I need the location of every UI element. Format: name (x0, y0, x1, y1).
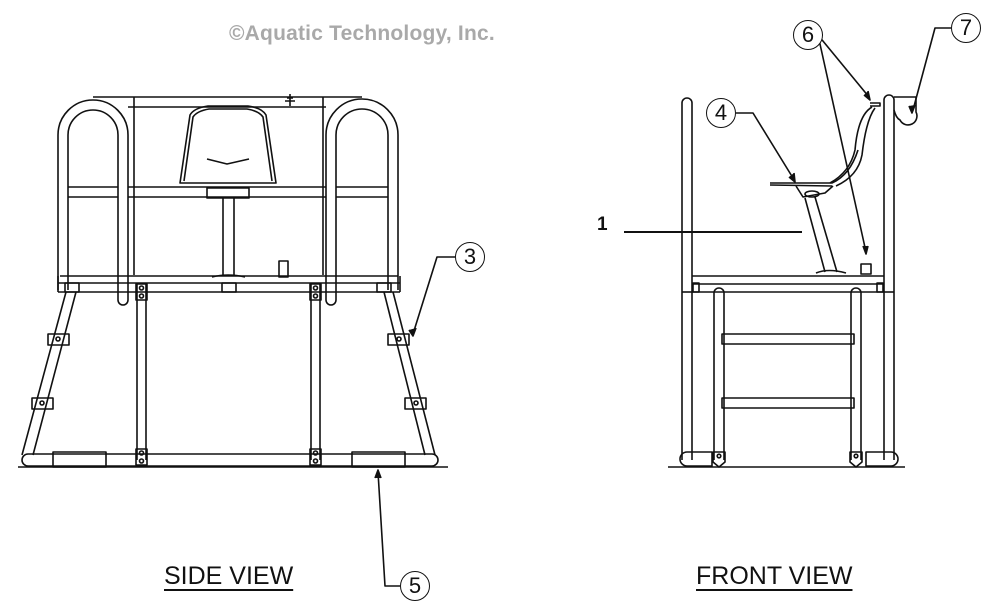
copyright-notice: ©Aquatic Technology, Inc. (229, 22, 495, 45)
callout-1-label: 1 (597, 214, 608, 235)
side-view-label: SIDE VIEW (164, 562, 294, 590)
callout-5: 5 (400, 571, 430, 601)
callout-3: 3 (455, 242, 485, 272)
callout-4: 4 (706, 98, 736, 128)
front-view-drawing (624, 27, 951, 468)
callout-7: 7 (951, 13, 981, 43)
callout-6: 6 (793, 20, 823, 50)
side-view-drawing (18, 94, 455, 587)
front-view-label: FRONT VIEW (696, 562, 853, 590)
